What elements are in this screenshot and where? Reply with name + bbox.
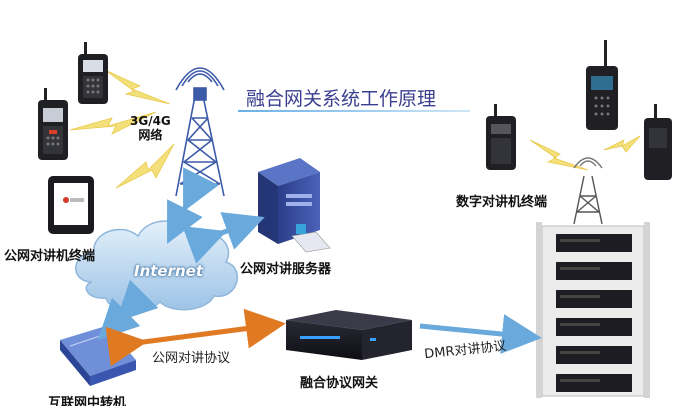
public-protocol-label: 公网对讲协议 <box>152 351 231 366</box>
relay-device-icon <box>60 326 136 386</box>
title-underline <box>238 110 470 112</box>
connector-arrows <box>97 167 542 367</box>
network-label: 3G/4G 网络 <box>130 114 171 142</box>
repeater-tower-icon <box>573 157 603 225</box>
rugged-phone-terminal-icon <box>48 176 94 234</box>
internet-label: Internet <box>134 262 204 280</box>
gateway-label: 融合协议网关 <box>300 376 379 391</box>
lightning-icon <box>69 69 641 189</box>
digital-terminal-label: 数字对讲机终端 <box>456 195 548 210</box>
walkie-talkie-icon <box>38 88 68 160</box>
walkie-talkie-icon <box>486 104 516 170</box>
public-terminal-label: 公网对讲机终端 <box>4 249 96 264</box>
relay-device-label: 互联网中转机 <box>48 396 127 406</box>
network-label-line2: 网络 <box>138 128 163 142</box>
repeater-rack-icon <box>536 222 650 398</box>
walkie-talkie-icon <box>78 42 108 104</box>
gateway-device-icon <box>286 310 412 360</box>
diagram-title: 融合网关系统工作原理 <box>246 88 437 110</box>
walkie-talkie-icon <box>586 40 618 130</box>
cell-tower-icon <box>175 67 225 197</box>
public-server-label: 公网对讲服务器 <box>240 262 332 277</box>
walkie-talkie-icon <box>644 104 672 180</box>
server-icon <box>258 158 331 253</box>
network-label-line1: 3G/4G <box>130 114 171 128</box>
